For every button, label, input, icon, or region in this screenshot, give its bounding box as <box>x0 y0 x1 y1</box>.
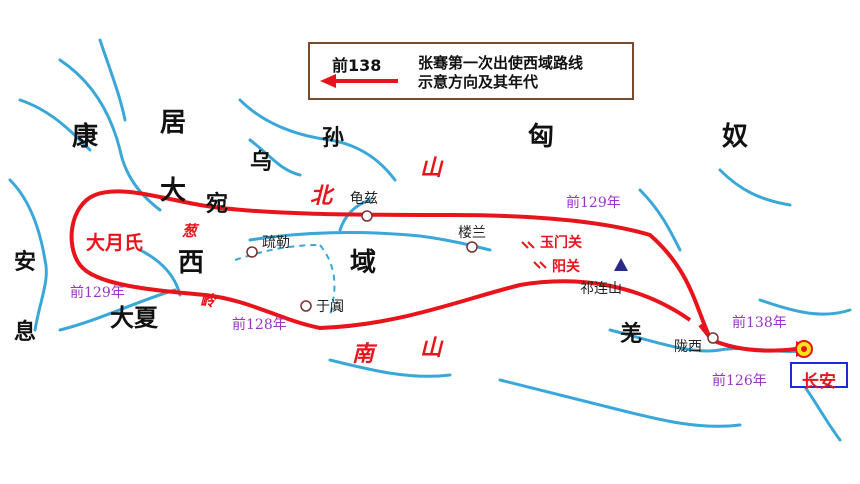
legend-title-line-2: 示意方向及其年代 <box>418 73 539 91</box>
city-markers <box>246 210 719 344</box>
changan-box: 长安 <box>790 362 848 392</box>
region-dawan-2: 宛 <box>206 192 229 217</box>
legend-arrow-icon <box>320 74 398 88</box>
river-amu <box>58 248 182 332</box>
region-anxi-2: 息 <box>14 320 37 345</box>
river-wusun-branch <box>248 138 302 177</box>
region-qiang: 羌 <box>620 322 643 347</box>
place-yangguan: 阳关 <box>552 259 580 275</box>
region-wusun-1: 乌 <box>250 150 273 175</box>
yumenguan-marker <box>521 241 535 249</box>
legend-title-line-1: 张骞第一次出使西域路线 <box>418 54 584 72</box>
region-kangju-1: 康 <box>72 122 99 152</box>
region-daxia: 大夏 <box>110 304 158 332</box>
year-129-left: 前129年 <box>70 285 125 301</box>
river-wusun <box>238 98 397 182</box>
legend-title: 张骞第一次出使西域路线 示意方向及其年代 <box>418 54 583 92</box>
mountain-nanshan-1: 南 <box>352 342 375 367</box>
region-wusun-2: 孙 <box>322 126 345 151</box>
place-loulan: 楼兰 <box>458 225 486 241</box>
region-xiongnu-1: 匈 <box>528 122 555 152</box>
river-tarim <box>248 231 492 252</box>
region-kangju-2: 居 <box>160 108 187 138</box>
river-south-east <box>498 378 742 428</box>
place-qiuci: 龟兹 <box>350 191 378 207</box>
year-138: 前138年 <box>732 315 787 331</box>
river-west-coast <box>8 178 48 332</box>
legend-box: 前138 张骞第一次出使西域路线 示意方向及其年代 <box>308 42 634 100</box>
region-xiongnu-2: 奴 <box>722 122 749 152</box>
place-changan: 长安 <box>802 372 836 392</box>
yangguan-marker <box>533 261 547 269</box>
qiuci-marker <box>361 210 373 222</box>
loulan-marker <box>466 241 478 253</box>
river-tarim-branch <box>338 198 372 232</box>
dashed-route <box>234 244 336 316</box>
place-yumenguan: 玉门关 <box>540 235 582 251</box>
place-yutian: 于阗 <box>316 299 344 315</box>
mountain-nanshan-2: 山 <box>420 336 443 361</box>
shule-marker <box>246 246 258 258</box>
qilianshan-icon <box>614 258 628 271</box>
mountain-beishan-2: 山 <box>420 156 443 181</box>
place-longxi: 陇西 <box>674 339 702 355</box>
river-east-north <box>638 168 792 252</box>
mountain-cong-1: 葱 <box>182 222 198 240</box>
pass-markers <box>521 241 547 269</box>
mountain-beishan-1: 北 <box>310 184 333 209</box>
year-126: 前126年 <box>712 373 767 389</box>
place-shule: 疏勒 <box>262 235 290 251</box>
legend-year: 前138 <box>332 56 382 75</box>
mountain-cong-2: 岭 <box>200 292 216 310</box>
year-128: 前128年 <box>232 317 287 333</box>
place-dayuezhi: 大月氏 <box>86 232 144 254</box>
yutian-marker <box>300 300 312 312</box>
region-dawan-1: 大 <box>160 176 187 206</box>
longxi-marker <box>707 332 719 344</box>
region-xiyu-2: 域 <box>350 248 377 278</box>
river-south-mid <box>328 358 452 378</box>
place-qilianshan: 祁连山 <box>580 281 622 297</box>
route-loop <box>69 189 712 339</box>
region-anxi-1: 安 <box>14 250 37 275</box>
region-xiyu-1: 西 <box>178 248 205 278</box>
year-129-top: 前129年 <box>566 195 621 211</box>
river-kangju-branch <box>18 38 127 152</box>
changan-marker-inner <box>801 346 807 352</box>
